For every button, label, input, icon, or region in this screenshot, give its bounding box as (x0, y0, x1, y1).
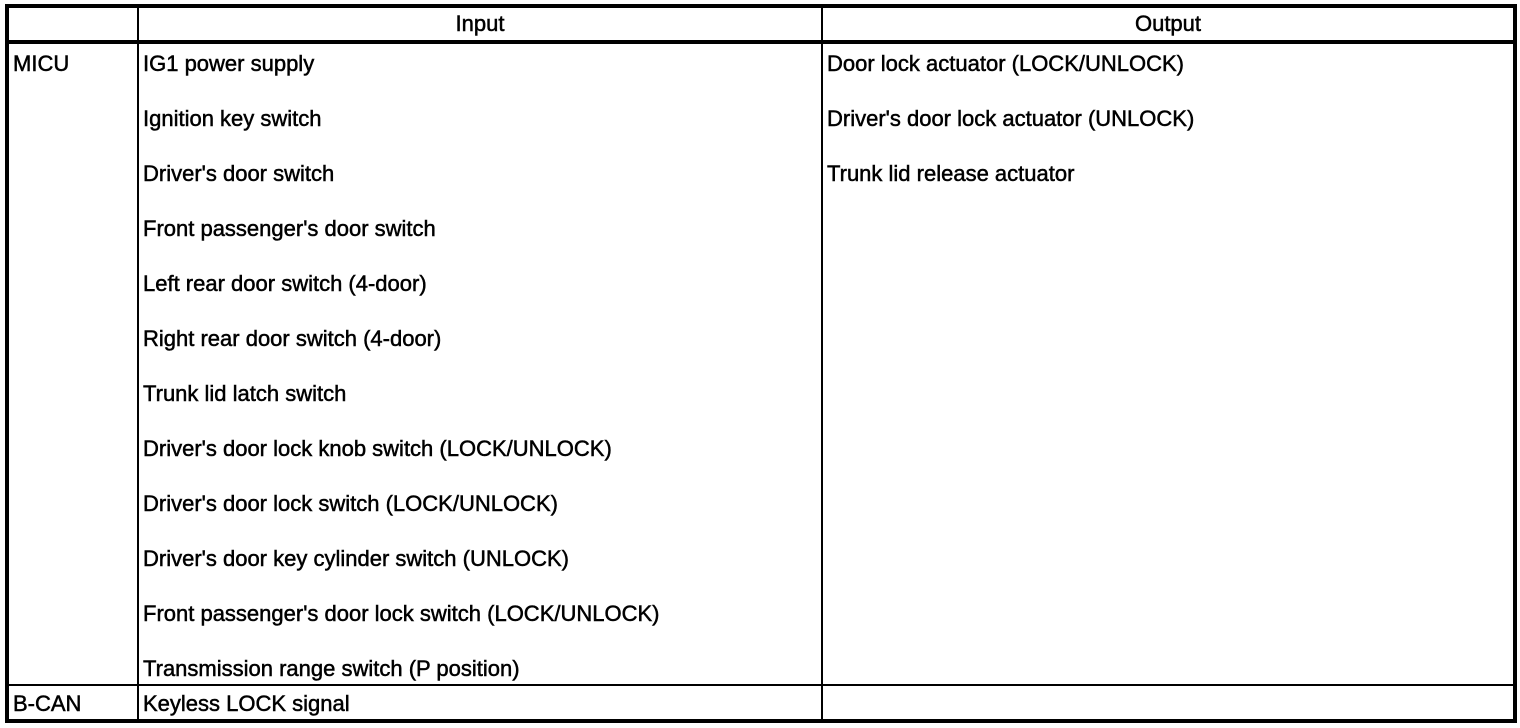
micu-input-cell: IG1 power supply Ignition key switch Dri… (138, 42, 823, 686)
bcan-input-cell: Keyless LOCK signal (138, 685, 823, 721)
input-item: Front passenger's door lock switch (LOCK… (143, 601, 660, 626)
input-item: Driver's door lock switch (LOCK/UNLOCK) (143, 491, 558, 516)
bcan-output-cell (822, 685, 1515, 721)
io-table: Input Output MICU IG1 power supply Ignit… (5, 4, 1517, 723)
output-item: Door lock actuator (LOCK/UNLOCK) (827, 51, 1185, 76)
input-item: Left rear door switch (4-door) (143, 271, 427, 296)
corner-cell (7, 6, 139, 44)
column-header-output: Output (822, 6, 1515, 44)
input-item: Keyless LOCK signal (143, 691, 350, 716)
column-header-input: Input (138, 6, 823, 44)
row-label-bcan: B-CAN (13, 691, 82, 716)
input-item: Driver's door lock knob switch (LOCK/UNL… (143, 436, 612, 461)
input-item: Driver's door switch (143, 161, 335, 186)
input-item: IG1 power supply (143, 51, 315, 76)
output-item: Driver's door lock actuator (UNLOCK) (827, 106, 1195, 131)
input-item: Front passenger's door switch (143, 216, 436, 241)
input-item: Trunk lid latch switch (143, 381, 347, 406)
row-label-cell: MICU (7, 42, 139, 686)
input-item: Driver's door key cylinder switch (UNLOC… (143, 546, 569, 571)
output-item: Trunk lid release actuator (827, 161, 1075, 186)
input-item: Transmission range switch (P position) (143, 656, 520, 681)
input-item: Ignition key switch (143, 106, 322, 131)
input-item: Right rear door switch (4-door) (143, 326, 442, 351)
row-label-micu: MICU (13, 51, 70, 76)
table-header-row: Input Output (7, 6, 1515, 44)
table-row-bcan: B-CAN Keyless LOCK signal (7, 685, 1515, 721)
micu-output-cell: Door lock actuator (LOCK/UNLOCK) Driver'… (822, 42, 1515, 686)
row-label-cell: B-CAN (7, 685, 139, 721)
table-row-micu: MICU IG1 power supply Ignition key switc… (7, 42, 1515, 686)
